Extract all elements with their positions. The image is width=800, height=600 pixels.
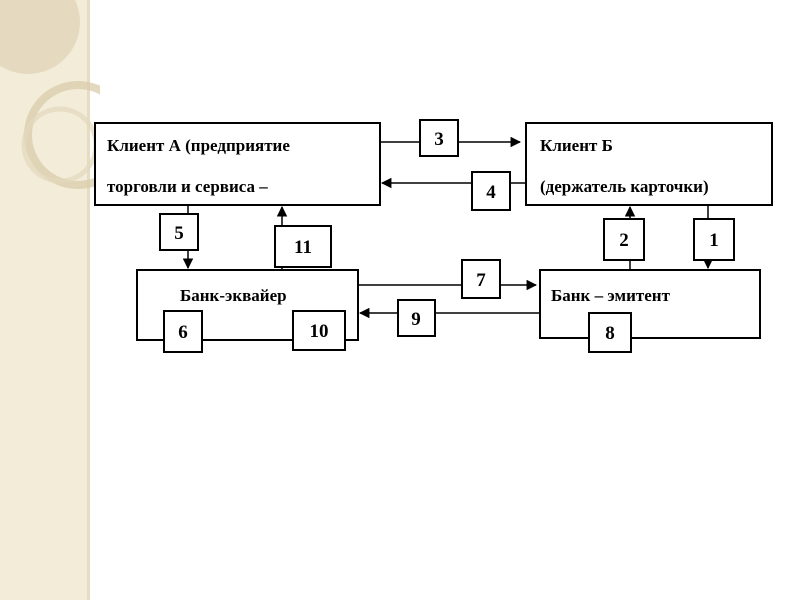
step-6: 6	[163, 310, 203, 353]
decor-ring-middle	[24, 81, 100, 189]
step-4-label: 4	[486, 182, 496, 203]
step-2-label: 2	[619, 230, 629, 251]
client-a-title: Клиент А (предприятие	[107, 136, 290, 155]
step-10: 10	[292, 310, 346, 351]
decorative-rings	[0, 0, 100, 189]
step-3-label: 3	[434, 129, 444, 150]
step-11: 11	[274, 225, 332, 268]
acquirer-bank-label: Банк-эквайер	[180, 286, 287, 305]
step-1-label: 1	[709, 230, 719, 251]
step-7: 7	[461, 259, 501, 299]
step-7-label: 7	[476, 270, 486, 291]
step-10-label: 10	[310, 321, 329, 342]
step-1: 1	[693, 218, 735, 261]
step-3: 3	[419, 119, 459, 157]
step-8-label: 8	[605, 323, 615, 344]
step-6-label: 6	[178, 322, 188, 343]
issuer-bank-label: Банк – эмитент	[551, 286, 671, 305]
step-5-label: 5	[174, 223, 184, 244]
step-9-label: 9	[411, 309, 421, 330]
client-b-subtitle: (держатель карточки)	[540, 177, 709, 196]
decor-ring-top-filled	[0, 0, 80, 74]
step-5: 5	[159, 213, 199, 251]
step-4: 4	[471, 171, 511, 211]
client-b-title: Клиент Б	[540, 136, 613, 155]
side-decor-edge	[87, 0, 90, 600]
step-9: 9	[397, 299, 436, 337]
step-11-label: 11	[294, 237, 312, 258]
step-2: 2	[603, 218, 645, 261]
client-a-subtitle: торговли и сервиса –	[107, 177, 268, 196]
node-client-b: Клиент Б (держатель карточки)	[525, 122, 773, 206]
step-8: 8	[588, 312, 632, 353]
node-issuer-bank: Банк – эмитент	[539, 269, 761, 339]
node-client-a: Клиент А (предприятие торговли и сервиса…	[94, 122, 381, 206]
